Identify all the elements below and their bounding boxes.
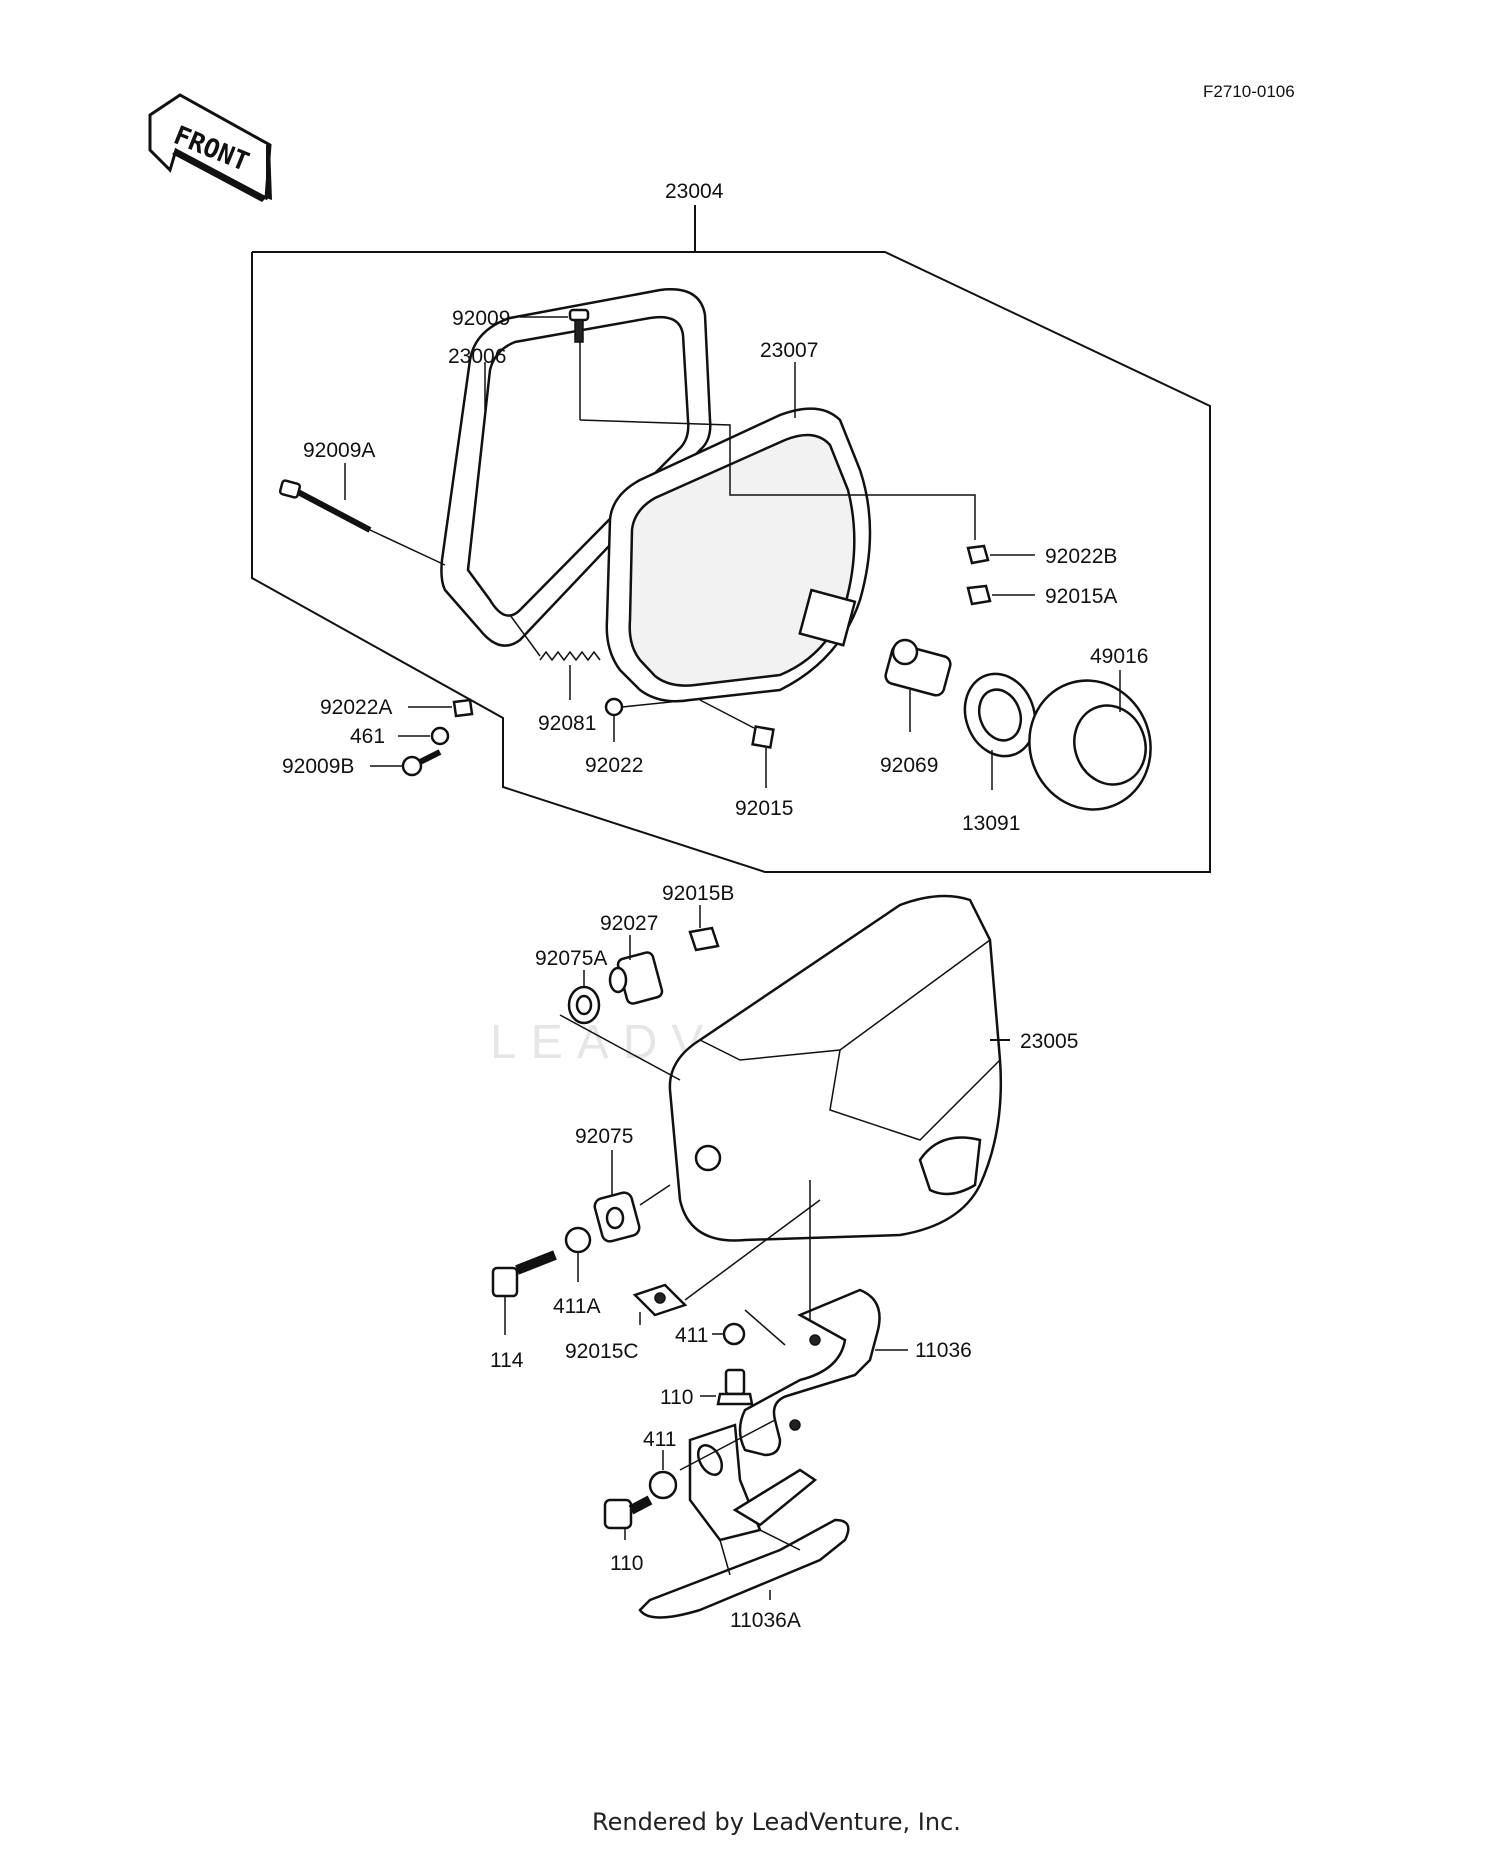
label-92009: 92009 [452,307,510,330]
bolt-114 [491,1250,557,1298]
label-92015A: 92015A [1045,585,1117,608]
bracket-11036A [638,1423,850,1619]
label-11036A: 11036A [730,1609,801,1632]
assembly-outline [251,251,1211,873]
headlight-rim [440,288,712,647]
nut-92015A [966,584,992,606]
label-92015B: 92015B [662,882,734,905]
label-49016: 49016 [1090,645,1148,668]
label-92015C: 92015C [565,1340,639,1363]
label-92009B: 92009B [282,755,354,778]
label-23005: 23005 [1020,1030,1078,1053]
label-92069: 92069 [880,754,938,777]
label-11036: 11036 [915,1339,972,1362]
label-92015: 92015 [735,797,793,820]
diagram-code: F2710-0106 [1203,82,1295,101]
long-screw-92009A [278,479,372,533]
label-411-lower: 411 [643,1428,676,1451]
label-23007: 23007 [760,339,818,362]
headlight-lens-unit [605,407,872,703]
label-110-upper: 110 [660,1386,693,1409]
screw-92009B [401,749,442,777]
washer-461 [430,726,450,746]
label-461: 461 [350,725,385,748]
label-92081: 92081 [538,712,596,735]
label-92022: 92022 [585,754,643,777]
headlight-housing [668,894,1003,1242]
spring-92081 [539,650,601,662]
label-23006: 23006 [448,345,506,368]
nut-92015C [632,1283,688,1317]
nut-92022A [452,698,474,718]
label-13091: 13091 [962,812,1020,835]
label-110-lower: 110 [610,1552,643,1575]
nut-92022B [966,544,990,565]
label-92075: 92075 [575,1125,633,1148]
washer-411A [564,1226,592,1254]
socket-13091 [963,672,1037,758]
bracket-11036 [738,1288,881,1457]
label-23004: 23004 [665,180,724,203]
washer-92022 [604,697,624,717]
bulb-92069 [884,638,952,697]
bolt-110-upper [716,1368,754,1406]
nut-92015 [751,725,775,749]
label-92022B: 92022B [1045,545,1117,568]
label-92075A: 92075A [535,947,607,970]
front-arrow-icon: FRONT [148,93,272,202]
collar-92027 [608,951,664,1005]
label-92022A: 92022A [320,696,392,719]
bolt-110-lower [603,1495,653,1530]
footer-credit: Rendered by LeadVenture, Inc. [592,1808,961,1836]
label-92009A: 92009A [303,439,375,462]
grommet-92075A [567,985,601,1025]
label-92027: 92027 [600,912,658,935]
label-411-upper: 411 [675,1324,708,1347]
screw-92009 [568,308,590,343]
nut-92015B [688,926,720,952]
dust-cover-49016 [1028,679,1152,811]
label-411A: 411A [553,1295,601,1318]
washer-411-upper [722,1322,746,1346]
washer-411-lower [648,1470,678,1500]
label-114: 114 [490,1349,524,1372]
grommet-92075 [593,1191,641,1243]
